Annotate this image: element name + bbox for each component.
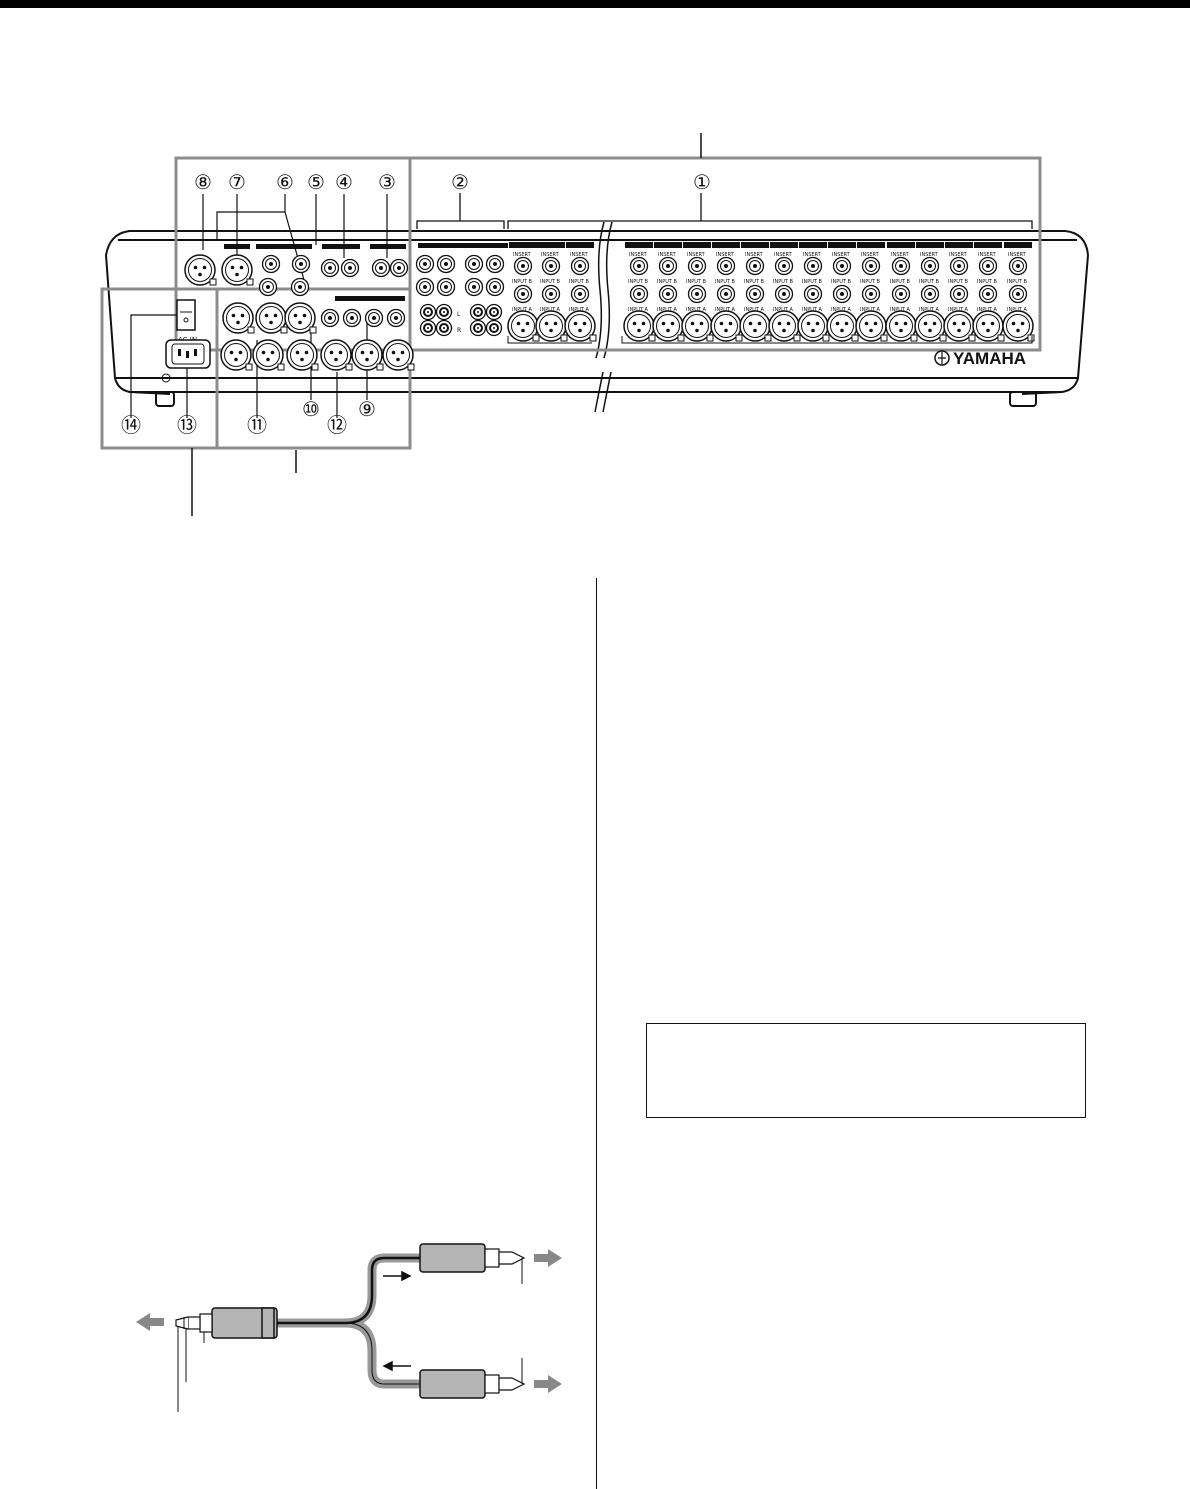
callout-leaders (130, 194, 388, 418)
mono-plug-icon (419, 1369, 526, 1399)
arrow-icon (382, 1270, 412, 1372)
break-mark (594, 221, 613, 413)
note-box (646, 1023, 1086, 1118)
stereo-input-section: L R (415, 243, 508, 337)
callout-2: ② (451, 170, 469, 194)
callout-13: ⑬ (177, 413, 197, 437)
frame-leaders (191, 133, 702, 516)
stereo-sub-jack-icon (258, 277, 278, 297)
power-switch-icon (176, 299, 196, 331)
callout-12: ⑫ (327, 413, 347, 437)
callouts-top: ⑧ ⑦ ⑥ ⑤ ④ ③ ② ① (194, 170, 711, 194)
matrix-out-xlr-icon (382, 339, 415, 371)
stereo-out-xlr-icon (284, 302, 317, 334)
callout-3: ③ (378, 170, 396, 194)
arrow-icon (136, 1249, 562, 1393)
lamp-connector-icon (184, 254, 217, 286)
matrix-out-xlr-icon (220, 339, 253, 371)
effect-out-jack-icon (371, 258, 391, 278)
group-out-jack-icon (342, 308, 362, 328)
mixer-chassis (104, 230, 1090, 407)
matrix-out-xlr-icon (351, 339, 384, 371)
tuning-fork-logo-icon (934, 350, 950, 366)
stereo-sub-jack-icon (290, 277, 310, 297)
matrix-out-xlr-icon (320, 339, 353, 371)
callout-10: ⑩ (302, 397, 320, 421)
group-out-jack-icon (320, 308, 340, 328)
monitor-out-jack-icon (320, 258, 340, 278)
master-section (184, 244, 415, 371)
brand-logo: YAMAHA (934, 349, 1026, 368)
effect-out-jack-icon (389, 258, 409, 278)
stereo-out-xlr-icon (255, 302, 288, 334)
talkback-input-icon (221, 254, 254, 286)
callout-1: ① (693, 170, 711, 194)
stereo-sub-jack-icon (261, 254, 281, 274)
stereo-sub-jack-icon (291, 254, 311, 274)
callout-5: ⑤ (307, 170, 325, 194)
matrix-out-xlr-icon (252, 339, 285, 371)
header-rule (0, 0, 1190, 8)
callout-8: ⑧ (194, 170, 212, 194)
callout-11: ⑪ (247, 413, 267, 437)
power-section: AC IN (161, 299, 211, 383)
svg-text:R: R (457, 327, 461, 334)
callout-6: ⑥ (276, 170, 294, 194)
column-divider (596, 578, 597, 1489)
callouts-bottom: ⑭ ⑬ ⑪ ⑩ ⑫ ⑨ (121, 397, 376, 437)
svg-text:L: L (457, 311, 461, 318)
group-out-jack-icon (386, 308, 406, 328)
callout-4: ④ (335, 170, 353, 194)
monitor-out-jack-icon (340, 258, 360, 278)
svg-text:YAMAHA: YAMAHA (953, 349, 1026, 368)
group-brackets (416, 193, 1033, 229)
callout-9: ⑨ (358, 397, 376, 421)
group-out-jack-icon (364, 308, 384, 328)
aux-out-xlr-icon (222, 302, 255, 334)
matrix-out-xlr-icon (286, 339, 319, 371)
stereo-plug-icon (175, 1307, 278, 1339)
callout-14: ⑭ (121, 413, 141, 437)
callout-7: ⑦ (228, 170, 246, 194)
insert-cable-diagram (136, 1243, 562, 1412)
channel-strips (507, 242, 1034, 344)
mono-plug-icon (419, 1243, 526, 1273)
plug-leaders (177, 1258, 523, 1412)
